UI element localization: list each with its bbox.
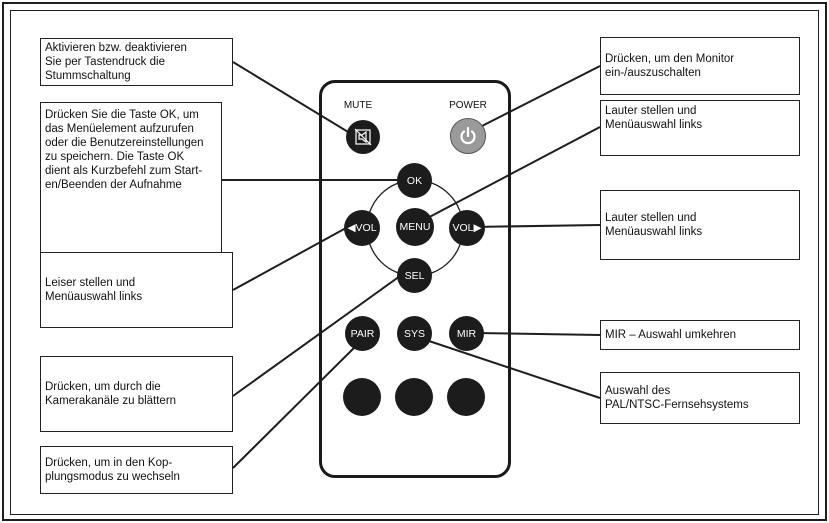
callout-mute-text: Aktivieren bzw. deaktivieren Sie per Tas…: [45, 42, 187, 82]
callout-pairing-text: Drücken, um in den Kop- plungsmodus zu w…: [45, 457, 180, 483]
blank-button-2[interactable]: [395, 378, 433, 416]
leader-sel: [232, 275, 401, 397]
callout-mir: MIR – Auswahl umkehren: [600, 320, 800, 350]
callout-sys: Auswahl des PAL/NTSC-Fernsehsystems: [600, 372, 800, 424]
callout-mute: Aktivieren bzw. deaktivieren Sie per Tas…: [40, 38, 233, 86]
callout-ok-text: Drücken Sie die Taste OK, um das Menüele…: [45, 109, 204, 191]
leader-power: [477, 65, 601, 129]
mute-label: MUTE: [343, 100, 373, 111]
callout-vol-up-text: Lauter stellen und Menüauswahl links: [605, 212, 703, 238]
pair-button[interactable]: PAIR: [345, 316, 380, 351]
mir-button[interactable]: MIR: [449, 316, 484, 351]
power-icon: [460, 126, 476, 145]
vol-down-button[interactable]: ◀VOL: [344, 210, 380, 246]
sel-button[interactable]: SEL: [397, 258, 432, 293]
callout-channels: Drücken, um durch die Kamerakanäle zu bl…: [40, 356, 233, 432]
callout-power-text: Drücken, um den Monitor ein-/auszuschalt…: [605, 53, 735, 79]
callout-menu-text: Lauter stellen und Menüauswahl links: [605, 105, 703, 131]
speaker-muted-icon: [354, 128, 372, 146]
leader-vol-up: [471, 224, 601, 228]
power-button[interactable]: [450, 118, 486, 154]
callout-pairing: Drücken, um in den Kop- plungsmodus zu w…: [40, 446, 233, 494]
callout-power: Drücken, um den Monitor ein-/auszuschalt…: [600, 37, 800, 95]
menu-button[interactable]: MENU: [396, 208, 434, 246]
callout-ok: Drücken Sie die Taste OK, um das Menüele…: [40, 102, 222, 258]
callout-mir-text: MIR – Auswahl umkehren: [605, 329, 737, 341]
callout-vol-down: Leiser stellen und Menüauswahl links: [40, 252, 233, 328]
callout-vol-up: Lauter stellen und Menüauswahl links: [600, 190, 800, 260]
callout-menu: Lauter stellen und Menüauswahl links: [600, 100, 800, 156]
callout-channels-text: Drücken, um durch die Kamerakanäle zu bl…: [45, 381, 177, 407]
blank-button-3[interactable]: [447, 378, 485, 416]
vol-up-button[interactable]: VOL▶: [449, 210, 485, 246]
power-label: POWER: [449, 100, 487, 111]
leader-mute: [232, 61, 359, 139]
blank-button-1[interactable]: [343, 378, 381, 416]
inner-frame: [10, 10, 819, 515]
ok-button[interactable]: OK: [397, 163, 432, 198]
remote-control: [319, 80, 511, 478]
leader-pair: [232, 339, 363, 469]
mute-button[interactable]: [346, 120, 380, 154]
leader-mir: [475, 332, 601, 336]
callout-vol-down-text: Leiser stellen und Menüauswahl links: [45, 277, 143, 303]
sys-button[interactable]: SYS: [397, 316, 432, 351]
callout-sys-text: Auswahl des PAL/NTSC-Fernsehsystems: [605, 385, 749, 411]
leader-vol-down: [232, 227, 347, 291]
